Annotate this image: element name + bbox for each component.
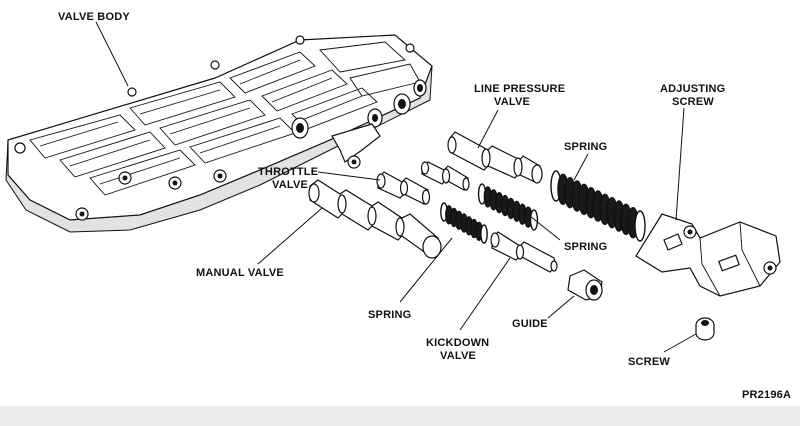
- screw: [695, 317, 715, 341]
- labels: VALVE BODY LINE PRESSURE VALVE ADJUSTING…: [58, 11, 791, 401]
- spring-coil: [480, 224, 488, 244]
- spring-coil: [529, 209, 539, 231]
- label-screw: SCREW: [628, 356, 670, 368]
- spring-middle: [477, 183, 539, 231]
- label-spring-bottom: SPRING: [368, 309, 411, 321]
- leader-lines: [95, 21, 697, 353]
- kickdown-valve: [490, 231, 558, 273]
- label-line-pressure-1: LINE PRESSURE: [474, 83, 565, 95]
- label-valve-body: VALVE BODY: [58, 11, 130, 23]
- valve-body: [5, 34, 433, 233]
- spring-small: [440, 202, 488, 244]
- label-spring-right: SPRING: [564, 241, 607, 253]
- label-throttle-1: THROTTLE: [258, 166, 318, 178]
- label-kickdown-2: VALVE: [440, 350, 476, 362]
- figure-code: PR2196A: [742, 389, 791, 401]
- spring-coil: [634, 210, 646, 242]
- label-throttle-2: VALVE: [272, 179, 308, 191]
- throttle-valve: [376, 171, 431, 205]
- adjusting-screw-bracket: [635, 213, 781, 297]
- guide: [567, 269, 603, 301]
- label-kickdown-1: KICKDOWN: [426, 337, 489, 349]
- label-guide: GUIDE: [512, 318, 548, 330]
- label-line-pressure-2: VALVE: [494, 96, 530, 108]
- label-adjusting-1: ADJUSTING: [660, 83, 725, 95]
- label-manual-valve: MANUAL VALVE: [196, 267, 284, 279]
- bottom-band: [0, 406, 800, 426]
- manual-valve: [308, 179, 442, 259]
- label-spring-top: SPRING: [564, 141, 607, 153]
- line-pressure-valve: [447, 131, 543, 184]
- large-spring: [550, 170, 646, 242]
- small-valve: [420, 161, 470, 191]
- label-adjusting-2: SCREW: [672, 96, 714, 108]
